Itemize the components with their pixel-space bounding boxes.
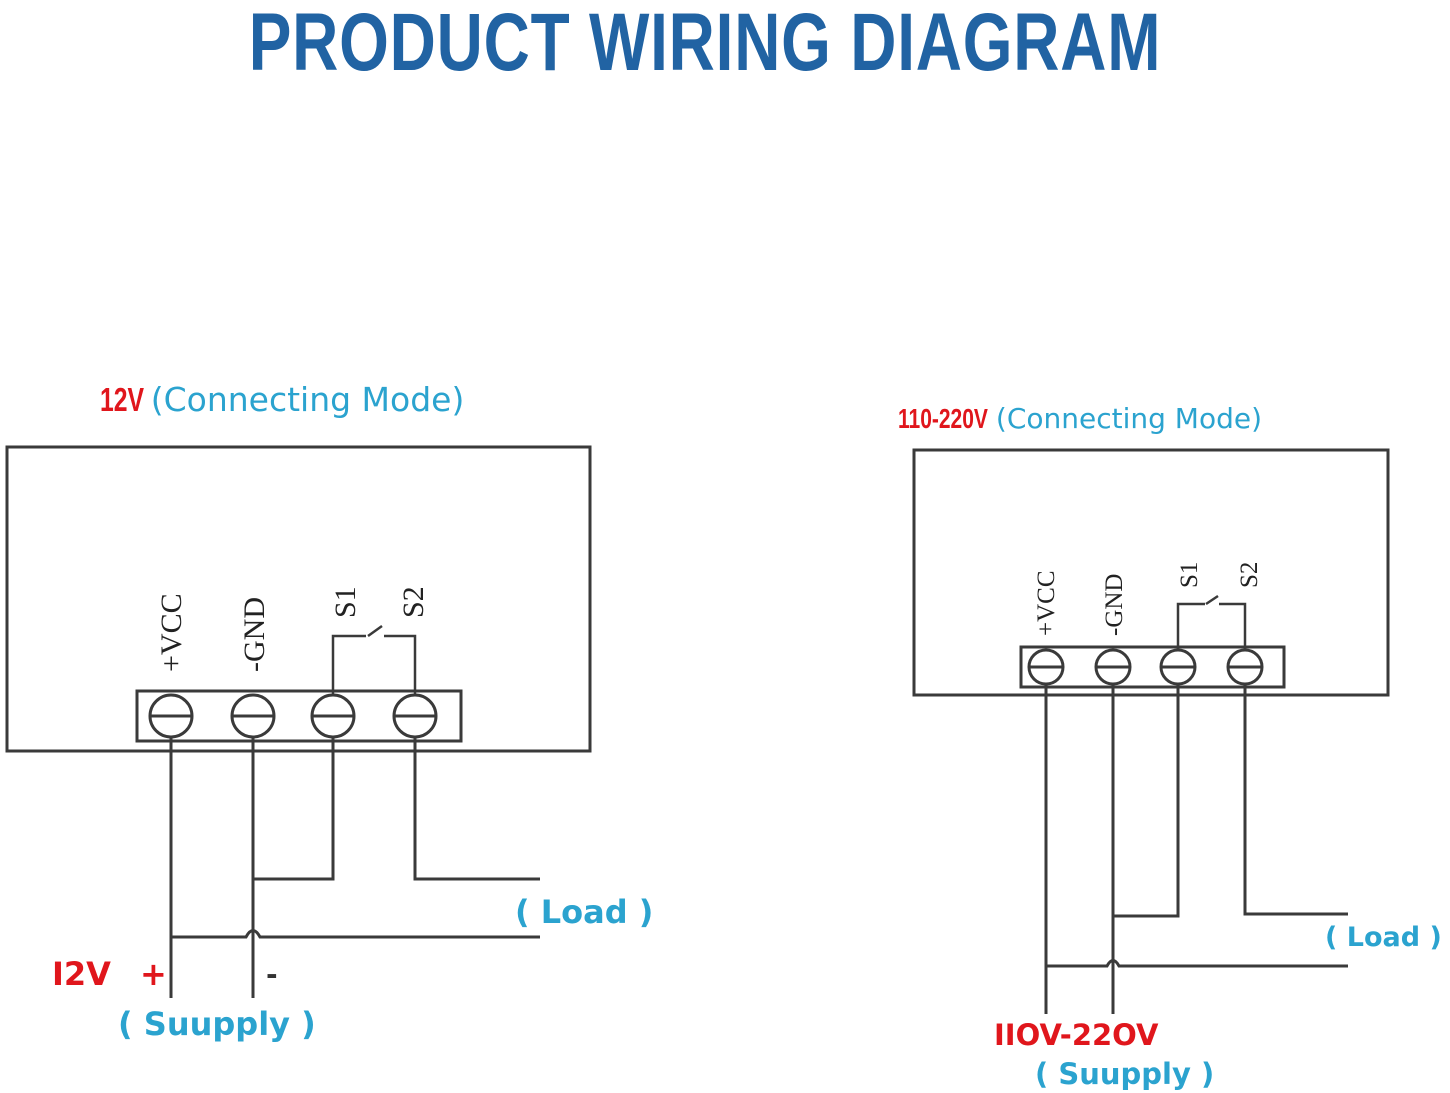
wire-load-return (171, 929, 540, 939)
terminal-label-vcc: +VCC (155, 593, 188, 672)
supply-plus-label: + (140, 955, 167, 993)
terminal-label-gnd: -GND (1101, 574, 1128, 637)
supply-label: ( Suupply ) (118, 1005, 316, 1043)
wire-s2 (1243, 684, 1348, 916)
switch-contact (331, 624, 417, 695)
diagram-12v (5, 445, 592, 998)
mode-text: (Connecting Mode) (995, 402, 1262, 435)
controller-box (912, 448, 1390, 697)
mode-label-110-220v: 110-220V(Connecting Mode) (898, 402, 1262, 435)
mode-text: (Connecting Mode) (150, 380, 465, 419)
terminal-block (135, 689, 463, 743)
diagram-110-220v (912, 448, 1390, 1014)
terminal-labels-110-220v: +VCC -GND S1 S2 (1033, 562, 1263, 636)
terminal-label-s1: S1 (329, 586, 362, 618)
mode-voltage: 12V (100, 381, 145, 418)
wire-s1 (1113, 684, 1180, 918)
terminal-label-s1: S1 (1176, 562, 1203, 588)
supply-label: ( Suupply ) (1035, 1057, 1215, 1091)
mode-label-12v: 12V(Connecting Mode) (100, 380, 464, 419)
terminal-screw-s2 (1226, 648, 1264, 686)
wire-load-return (1046, 959, 1348, 968)
terminal-screw-s1 (1159, 648, 1197, 686)
terminal-label-vcc: +VCC (1033, 570, 1060, 636)
terminal-screw-s2 (392, 693, 438, 739)
load-label: ( Load ) (1325, 922, 1442, 953)
supply-minus-label: - (266, 958, 278, 991)
mode-voltage: 110-220V (898, 403, 988, 434)
terminal-screw-gnd (1094, 648, 1132, 686)
terminal-screw-s1 (310, 693, 356, 739)
terminal-screw-gnd (230, 693, 276, 739)
terminal-label-s2: S2 (1236, 562, 1263, 588)
supply-voltage-label: I2V (52, 955, 111, 993)
terminal-label-s2: S2 (397, 586, 430, 618)
load-label: ( Load ) (515, 893, 654, 931)
wire-s1 (253, 737, 335, 881)
terminal-block (1019, 645, 1286, 689)
wire-s2 (413, 737, 540, 881)
page-title: PRODUCT WIRING DIAGRAM (248, 0, 1162, 88)
terminal-screw-vcc (148, 693, 194, 739)
supply-voltage-label: IIOV-22OV (994, 1018, 1159, 1052)
switch-contact (1176, 594, 1247, 650)
terminal-labels-12v: +VCC -GND S1 S2 (155, 586, 430, 672)
controller-box (5, 445, 592, 753)
terminal-screw-vcc (1027, 648, 1065, 686)
terminal-label-gnd: -GND (238, 597, 271, 672)
